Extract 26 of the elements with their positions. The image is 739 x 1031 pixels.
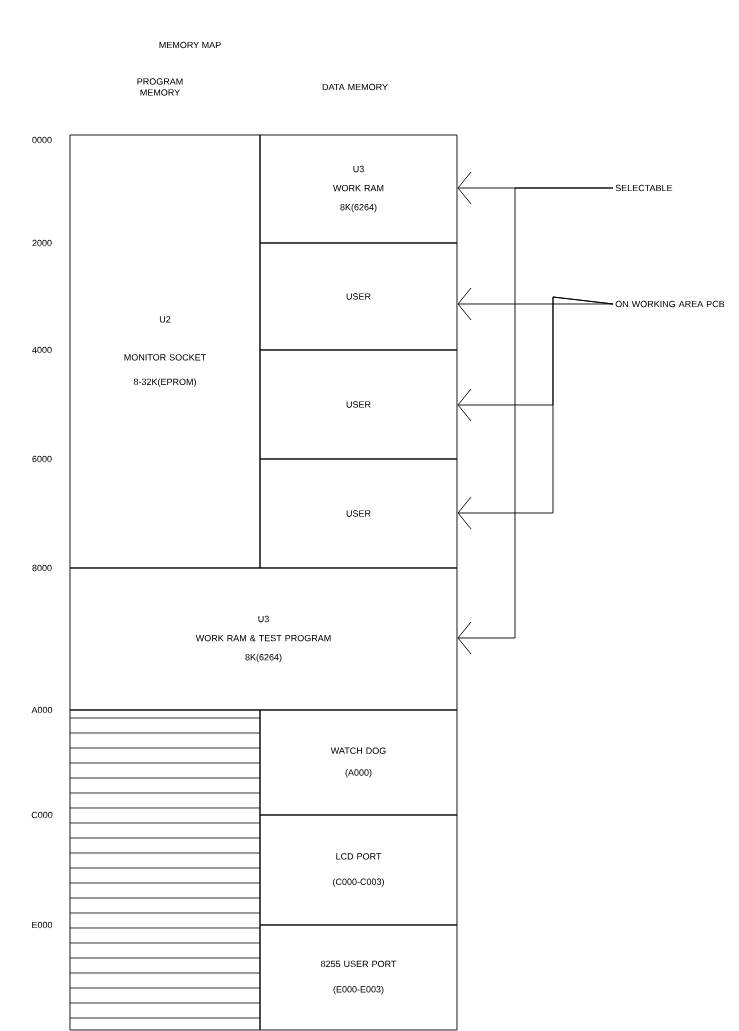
memory-block: U2 MONITOR SOCKET 8-32K(EPROM)	[69, 134, 261, 569]
memory-block: USER	[259, 458, 458, 569]
callout-text: SELECTABLE	[615, 184, 673, 192]
hatched-box	[69, 709, 261, 1031]
address-label: 4000	[32, 346, 52, 354]
memory-block: U3 WORK RAM & TEST PROGRAM 8K(6264)	[69, 567, 458, 711]
address-label: E000	[32, 921, 53, 929]
address-label: 6000	[32, 455, 52, 463]
memory-block: WATCH DOG (A000)	[259, 709, 458, 816]
memory-block: USER	[259, 242, 458, 351]
arrow	[457, 296, 614, 530]
arrow	[457, 187, 614, 655]
address-label: A000	[31, 706, 53, 714]
address-label: 2000	[32, 239, 52, 247]
callout-text: ON WORKING AREA PCB	[615, 300, 725, 308]
title: MEMORY MAP	[159, 41, 221, 49]
address-label: C000	[31, 811, 53, 819]
column-header: DATA MEMORY	[322, 83, 388, 91]
column-header: PROGRAM MEMORY	[137, 78, 183, 96]
address-label: 0000	[32, 136, 52, 144]
memory-block: USER	[259, 349, 458, 460]
memory-block: U3 WORK RAM 8K(6264)	[259, 134, 458, 244]
address-label: 8000	[32, 564, 52, 572]
arrow	[457, 287, 614, 321]
memory-block: 8255 USER PORT (E000-E003)	[259, 924, 458, 1031]
memory-block: LCD PORT (C000-C003)	[259, 814, 458, 926]
